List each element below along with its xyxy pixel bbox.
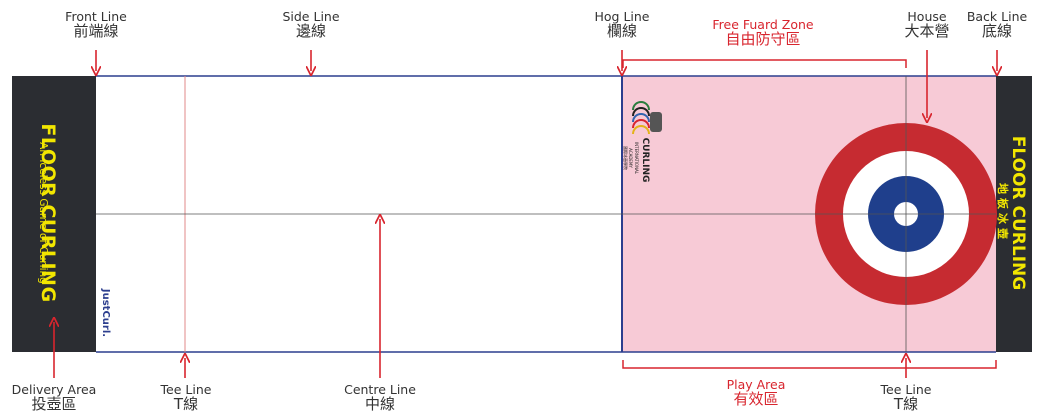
label-tee-line-right: Tee Line T線 bbox=[880, 382, 932, 414]
label-centre-line: Centre Line 中線 bbox=[344, 382, 416, 414]
label-front-line: Front Line 前端線 bbox=[65, 9, 127, 41]
academy-logo-line2: CURLING bbox=[640, 137, 650, 183]
back-panel bbox=[996, 76, 1032, 352]
label-play-area: Play Area 有效區 bbox=[726, 377, 786, 409]
curling-academy-logo-icon bbox=[632, 101, 662, 135]
label-house: House 大本營 bbox=[904, 9, 950, 41]
label-back-line: Back Line 底線 bbox=[966, 9, 1028, 41]
label-delivery-area: Delivery Area 投壺區 bbox=[11, 382, 97, 414]
justcurl-logo: JustCurl. bbox=[100, 288, 111, 338]
play-area-bracket bbox=[622, 360, 997, 369]
label-hog-line: Hog Line 欄線 bbox=[594, 9, 650, 41]
free-guard-zone-bracket bbox=[622, 59, 907, 68]
right-panel-subtitle: 地板冰壺 bbox=[996, 183, 1009, 243]
academy-logo-line4: 國際冰壺學院 bbox=[623, 146, 628, 170]
left-panel-subtitle: An Iceless Game of Curling bbox=[37, 142, 49, 284]
label-free-guard-zone: Free Fuard Zone 自由防守區 bbox=[712, 17, 814, 49]
label-tee-line-left: Tee Line T線 bbox=[160, 382, 212, 414]
label-side-line: Side Line 邊線 bbox=[282, 9, 340, 41]
delivery-area-panel bbox=[12, 76, 96, 352]
